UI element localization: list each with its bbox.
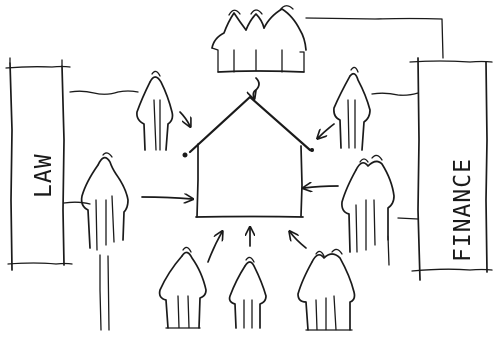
arrow-from-bottom-left [208,232,222,262]
arrow-from-upper-left [180,112,190,126]
finance-panel: FINANCE [410,58,492,280]
figure-upper-right [334,67,370,150]
figure-pair-right [342,155,394,252]
figure-bottom-middle [230,257,266,328]
law-panel: LAW [6,58,72,270]
figure-pair-left [82,153,128,250]
finance-label: FINANCE [450,158,476,262]
law-label: LAW [31,153,57,198]
arrow-from-right-pair [304,186,338,188]
arrow-from-bottom-right [290,232,306,248]
arrow-from-upper-right [318,124,334,138]
figure-pair-bottom-right [298,249,355,330]
figure-upper-left [137,71,173,150]
top-group [212,6,306,72]
arrow-from-top [253,78,259,98]
central-house [183,97,315,217]
figure-bottom-left [160,247,206,328]
connection-lines [64,18,443,330]
arrow-from-left-pair [142,197,192,199]
